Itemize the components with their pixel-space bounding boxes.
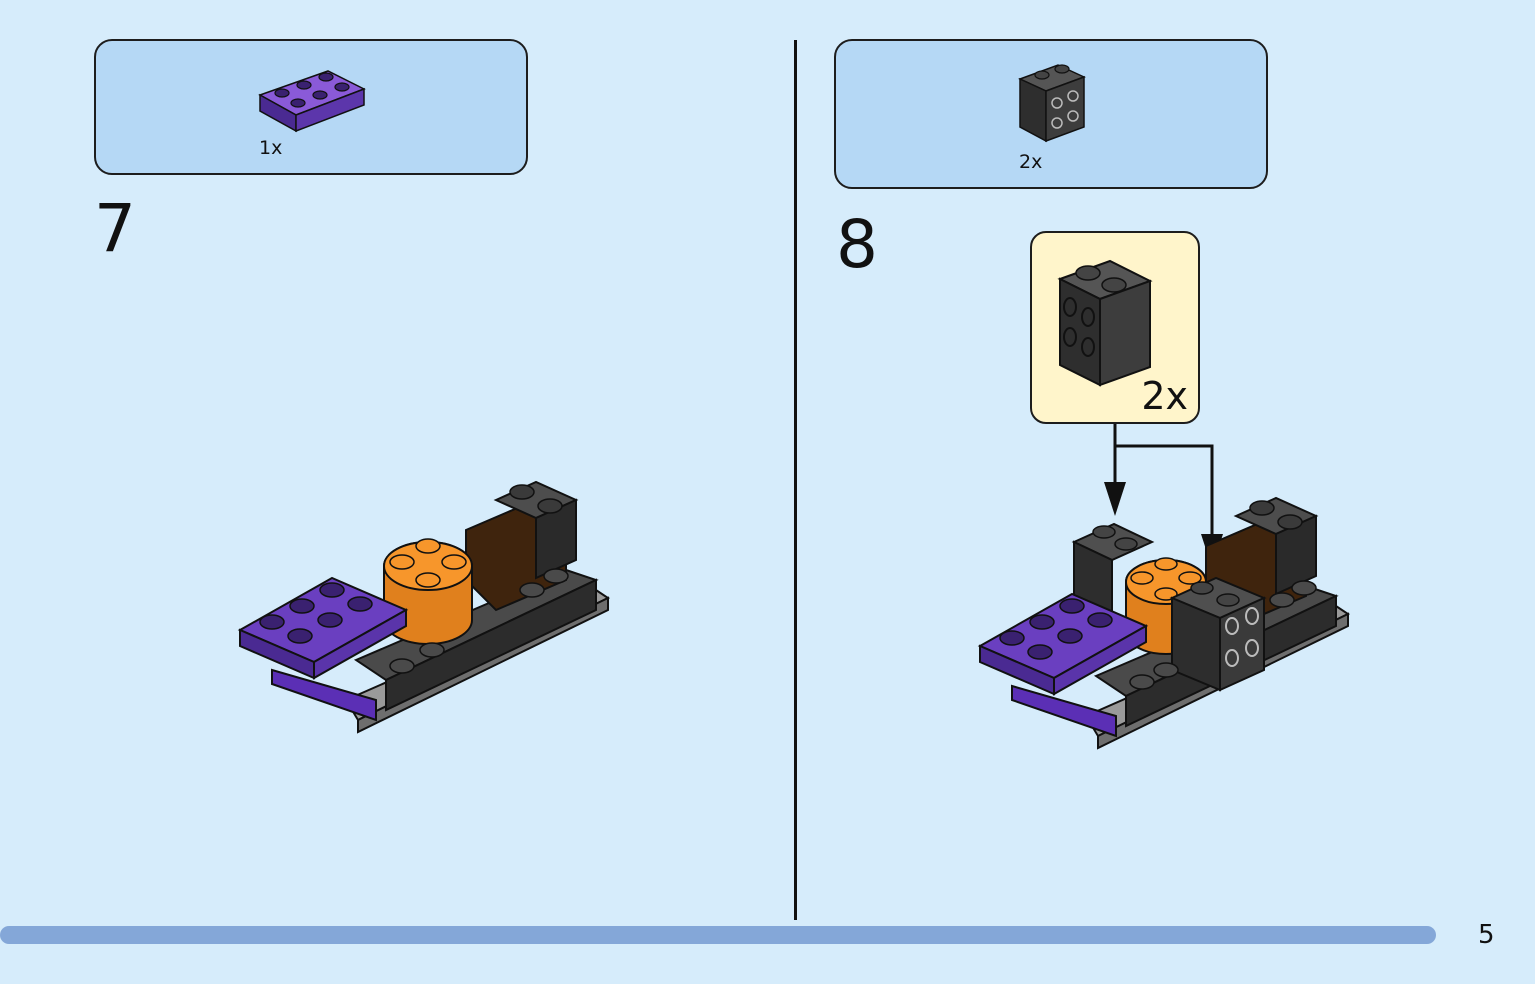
step8-part-quantity: 2x — [1019, 151, 1043, 173]
callout-quantity: 2x — [1141, 374, 1188, 418]
purple-plate-2x3-icon — [258, 70, 366, 133]
step8-parts-box: 2x — [834, 39, 1268, 189]
step7-number: 7 — [94, 190, 136, 267]
step7-model-illustration — [237, 480, 611, 734]
step8-subassembly-callout: 2x — [1030, 231, 1200, 424]
page-progress-bar — [0, 926, 1436, 944]
page-number: 5 — [1478, 920, 1495, 950]
step8-model-illustration — [977, 496, 1351, 750]
step-divider — [794, 40, 797, 920]
dark-gray-brick-with-studs-icon — [1018, 64, 1086, 143]
step7-parts-box: 1x — [94, 39, 528, 175]
step8-number: 8 — [836, 206, 878, 283]
dark-gray-brick-with-studs-icon — [1057, 259, 1153, 387]
step7-part-quantity: 1x — [259, 137, 283, 159]
